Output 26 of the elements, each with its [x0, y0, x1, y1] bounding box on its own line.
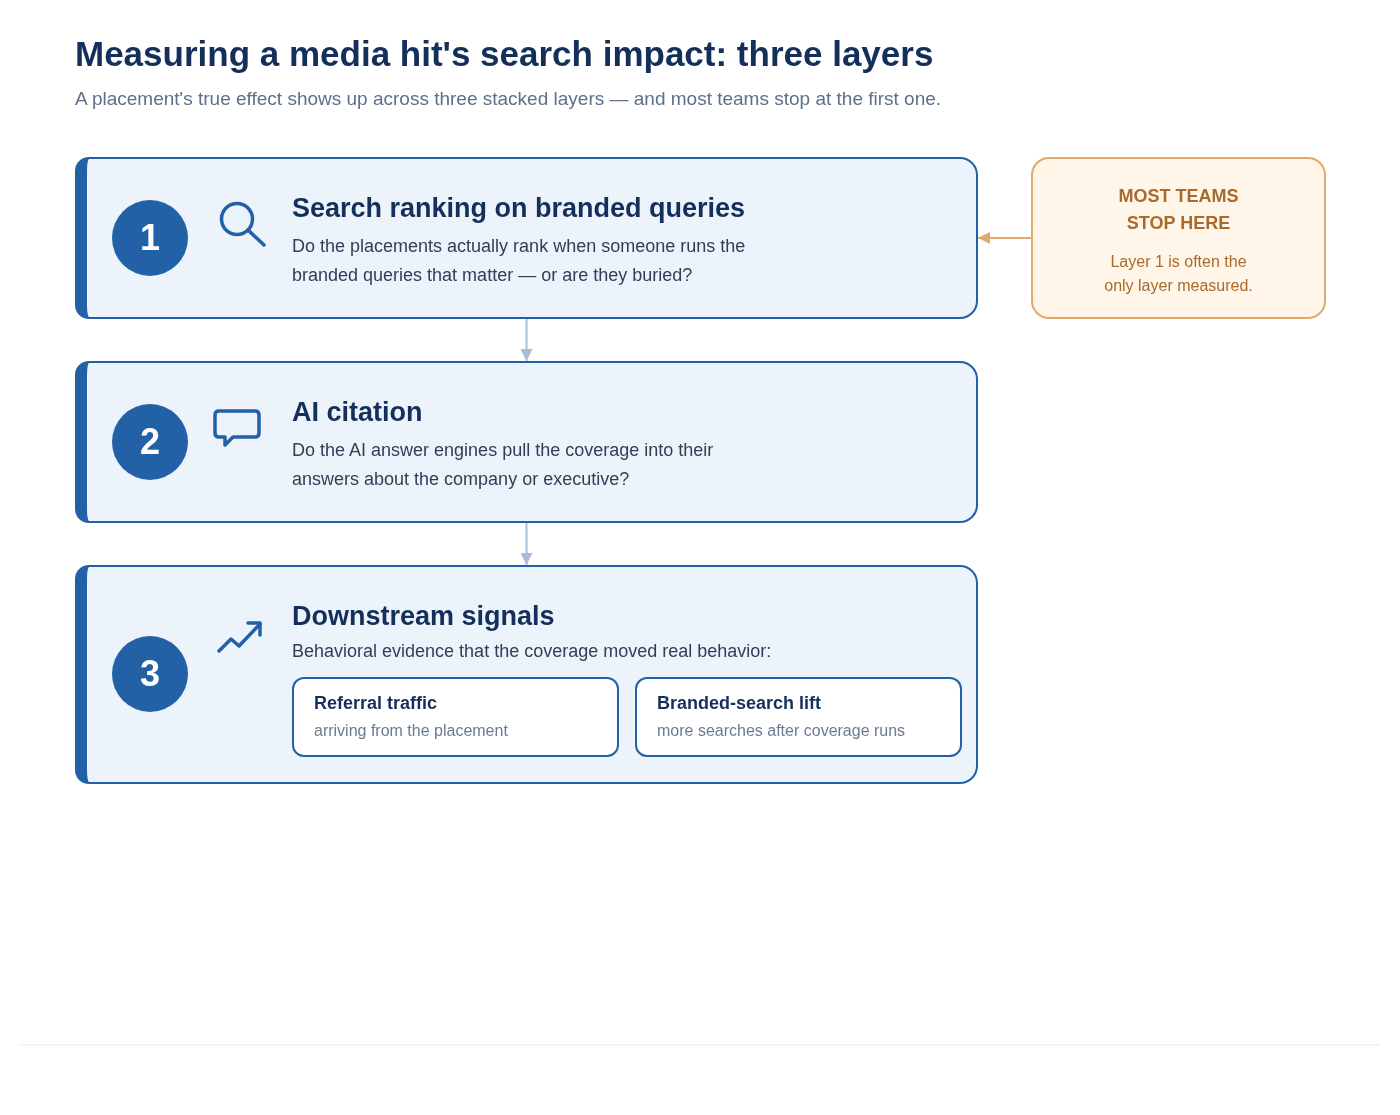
signal-description: more searches after coverage runs	[657, 721, 906, 741]
step-number: 1	[140, 218, 160, 258]
arrow	[520, 318, 533, 362]
signal-title: Branded-search lift	[657, 692, 822, 714]
layer-description: Do the placements actually rank when someone runs the branded queries that matter — or are they buried?	[292, 234, 747, 287]
signal-description: arriving from the placement	[314, 721, 508, 741]
callout-note: Layer 1 is often the only layer measured.	[1103, 252, 1254, 296]
arrow	[520, 522, 533, 566]
layer-heading: Search ranking on branded queries	[292, 192, 746, 224]
signal-card	[292, 677, 619, 757]
layer-card	[75, 565, 978, 784]
layer-card	[75, 157, 978, 319]
step-number: 2	[140, 422, 160, 462]
callout-heading: MOST TEAMS STOP HERE	[1117, 185, 1240, 235]
callout-box	[1031, 157, 1326, 319]
layer-heading: Downstream signals	[292, 600, 555, 632]
signal-card	[635, 677, 962, 757]
step-number: 3	[140, 654, 160, 694]
diagram-title: Measuring a media hit's search impact: three layers	[75, 33, 934, 75]
arrow	[977, 232, 1032, 244]
signal-title: Referral traffic	[314, 692, 438, 714]
layer-description: Behavioral evidence that the coverage moved real behavior:	[292, 639, 772, 663]
diagram-subtitle: A placement's true effect shows up across three stacked layers — and most teams stop at the first one.	[75, 88, 942, 110]
layer-heading: AI citation	[292, 396, 423, 428]
layer-description: Do the AI answer engines pull the coverage into their answers about the company or executive?	[292, 438, 715, 491]
layer-card	[75, 361, 978, 523]
